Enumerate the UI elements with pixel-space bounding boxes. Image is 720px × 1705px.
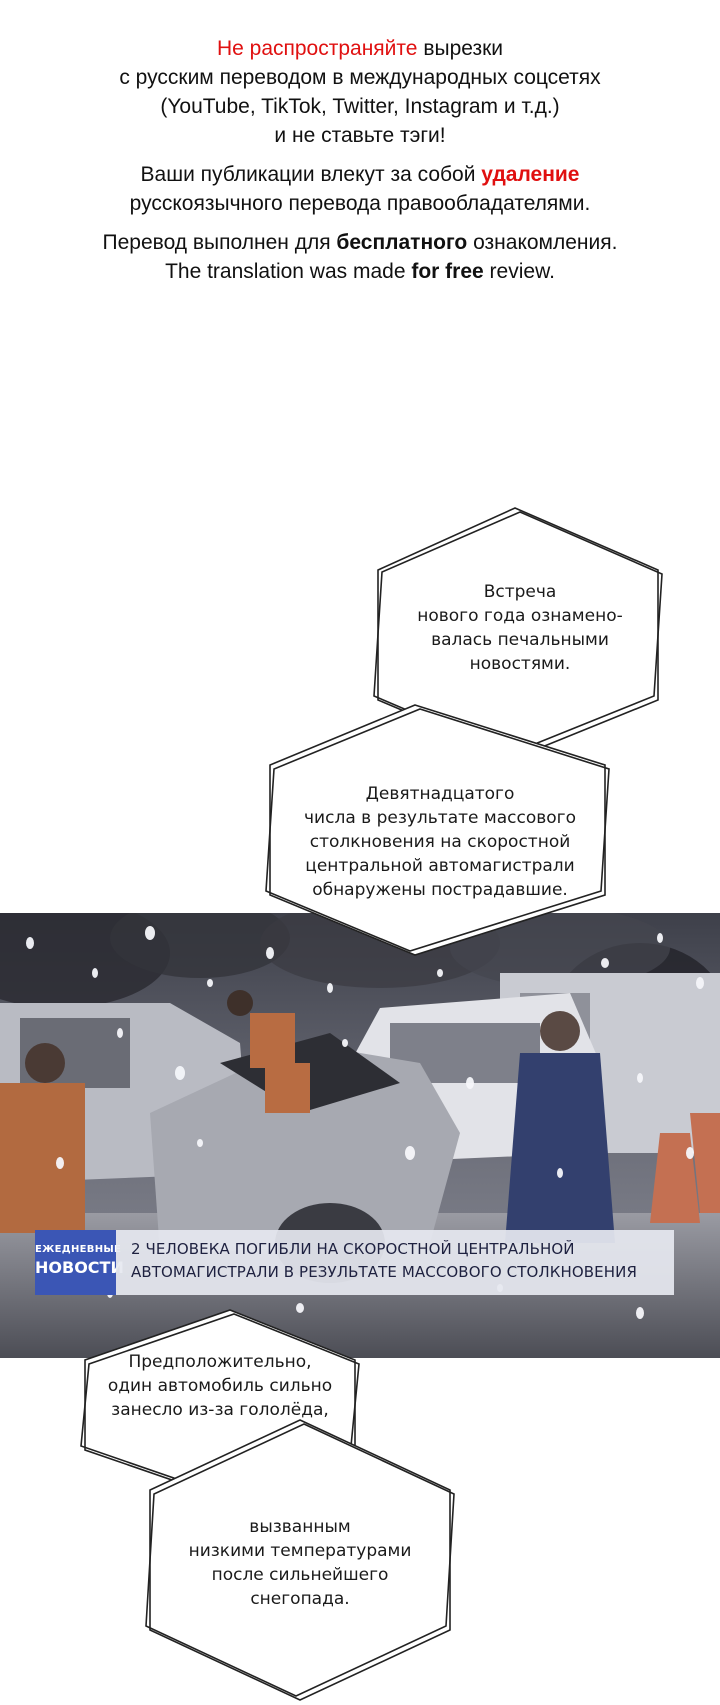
bubble-line: обнаружены пострадавшие. [312, 880, 568, 900]
notice-emphasis: бесплатного [336, 231, 468, 254]
crash-scene-drawing [0, 913, 720, 1358]
bubble-line: после сильнейшего [211, 1565, 389, 1585]
notice-text: с русским переводом в международных соцс… [119, 66, 601, 89]
news-tag-small: ЕЖЕДНЕВНЫЕ [35, 1244, 122, 1255]
notice-text: The translation was made [165, 260, 412, 283]
notice-text: и не ставьте тэги! [274, 124, 446, 147]
notice-text: review. [483, 260, 555, 283]
bubble-line: центральной автомагистрали [305, 856, 575, 876]
notice-warning-text: удаление [481, 163, 580, 186]
news-headline-line-2: АВТОМАГИСТРАЛИ В РЕЗУЛЬТАТЕ МАССОВОГО СТ… [131, 1263, 637, 1281]
bubble-3-text: Предположительно, один автомобиль сильно… [90, 1350, 350, 1422]
bubble-line: столкновения на скоростной [309, 832, 571, 852]
notice-text: Ваши публикации влекут за собой [140, 163, 482, 186]
notice-emphasis: for free [411, 260, 484, 283]
news-headline-band [116, 1230, 674, 1295]
news-tag-big: НОВОСТИ [35, 1258, 124, 1277]
bubble-line: занесло из-за гололёда, [111, 1400, 329, 1420]
notice-paragraph-2: Ваши публикации влекут за собой удаление… [0, 160, 720, 218]
bubble-line: Предположительно, [128, 1352, 312, 1372]
bubble-line: один автомобиль сильно [107, 1376, 333, 1396]
bubble-line: вызванным [249, 1517, 351, 1537]
bubble-4-text: вызванным низкими температурами после си… [170, 1515, 430, 1611]
bubble-line: числа в результате массового [304, 808, 576, 828]
notice-text: вырезки [417, 37, 504, 60]
notice-warning-text: Не распространяйте [216, 37, 418, 60]
notice-text: русскоязычного перевода правообладателям… [129, 192, 591, 215]
news-headline-line-1: 2 ЧЕЛОВЕКА ПОГИБЛИ НА СКОРОСТНОЙ ЦЕНТРАЛ… [131, 1240, 575, 1258]
bubble-line: Встреча [483, 582, 557, 602]
crash-scene-illustration [0, 913, 720, 1358]
news-channel-tag: ЕЖЕДНЕВНЫЕ НОВОСТИ [35, 1230, 124, 1295]
translation-notice: Не распространяйте вырезки с русским пер… [0, 34, 720, 296]
bubble-1-text: Встреча нового года ознамено- валась печ… [380, 580, 660, 676]
notice-paragraph-1: Не распространяйте вырезки с русским пер… [0, 34, 720, 150]
bubble-line: новостями. [469, 654, 571, 674]
bubble-line: нового года ознамено- [417, 606, 623, 626]
bubble-line: Девятнадцатого [365, 784, 515, 804]
notice-text: (YouTube, TikTok, Twitter, Instagram и т… [160, 95, 560, 118]
notice-text: ознакомления. [467, 231, 618, 254]
notice-paragraph-3: Перевод выполнен для бесплатного ознаком… [0, 228, 720, 286]
bubble-2-text: Девятнадцатого числа в результате массов… [290, 782, 590, 902]
notice-text: Перевод выполнен для [102, 231, 337, 254]
bubble-line: валась печальными [431, 630, 609, 650]
bubble-line: снегопада. [250, 1589, 350, 1609]
bubble-line: низкими температурами [188, 1541, 412, 1561]
